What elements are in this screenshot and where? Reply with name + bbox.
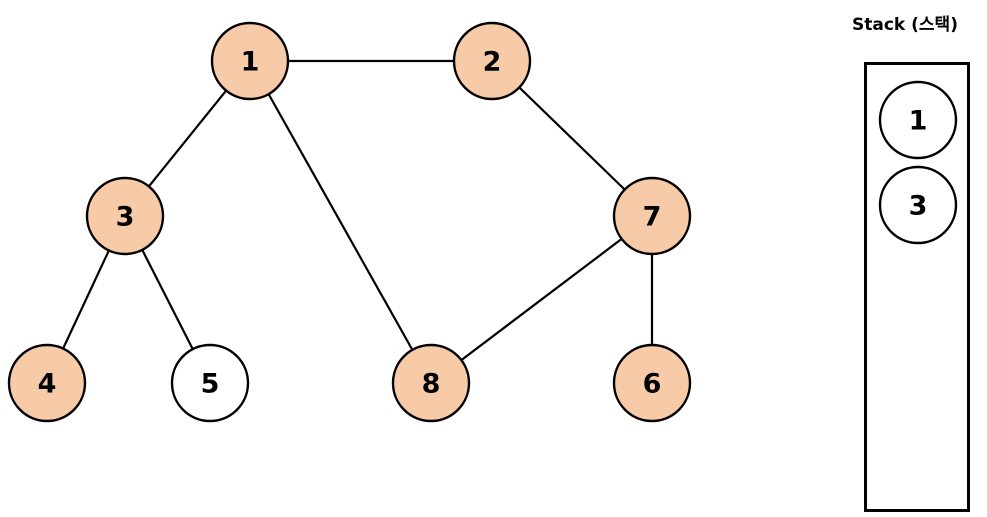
stack-item-3: 3 <box>878 165 958 245</box>
graph-node-1[interactable]: 1 <box>210 21 290 101</box>
graph-node-6[interactable]: 6 <box>612 343 692 423</box>
graph-node-label-2: 2 <box>483 47 502 78</box>
graph-nodes: 1 2 3 7 4 5 8 6 <box>7 21 692 423</box>
stack-items-visualization: 13 <box>878 80 958 245</box>
graph-edge-1-3 <box>147 88 228 189</box>
graph-node-circle-1 <box>210 21 290 101</box>
graph-node-7[interactable]: 7 <box>612 176 692 256</box>
graph-node-label-6: 6 <box>643 369 662 400</box>
stack-item-list: 13 <box>878 80 958 245</box>
graph-node-5[interactable]: 5 <box>170 343 250 423</box>
stack-item-1: 1 <box>878 80 958 160</box>
graph-edge-1-8 <box>267 92 414 352</box>
graph-node-2[interactable]: 2 <box>452 21 532 101</box>
graph-node-circle-3 <box>85 176 165 256</box>
stack-item-label-1: 1 <box>909 106 928 137</box>
stack-panel-title: Stack (스택) <box>852 15 958 35</box>
graph-node-circle-6 <box>612 343 692 423</box>
graph-node-circle-8 <box>391 343 471 423</box>
graph-node-circle-4 <box>7 343 87 423</box>
graph-edge-2-7 <box>517 85 627 192</box>
stack-item-label-3: 3 <box>909 191 928 222</box>
graph-node-circle-2 <box>452 21 532 101</box>
graph-node-label-3: 3 <box>116 202 135 233</box>
graph-node-label-5: 5 <box>201 369 220 400</box>
graph-edges <box>61 59 654 362</box>
graph-node-label-4: 4 <box>38 369 57 400</box>
graph-edge-7-8 <box>459 237 624 362</box>
graph-node-circle-7 <box>612 176 692 256</box>
graph-node-label-7: 7 <box>643 202 662 233</box>
graph-node-8[interactable]: 8 <box>391 343 471 423</box>
stack-item-circle-3 <box>878 165 958 245</box>
stack-item-circle-1 <box>878 80 958 160</box>
graph-node-label-8: 8 <box>422 369 441 400</box>
graph-edge-3-5 <box>140 247 195 352</box>
graph-node-3[interactable]: 3 <box>85 176 165 256</box>
graph-node-label-1: 1 <box>241 47 260 78</box>
graph-node-4[interactable]: 4 <box>7 343 87 423</box>
graph-node-circle-5 <box>170 343 250 423</box>
graph-edge-3-4 <box>61 248 111 351</box>
